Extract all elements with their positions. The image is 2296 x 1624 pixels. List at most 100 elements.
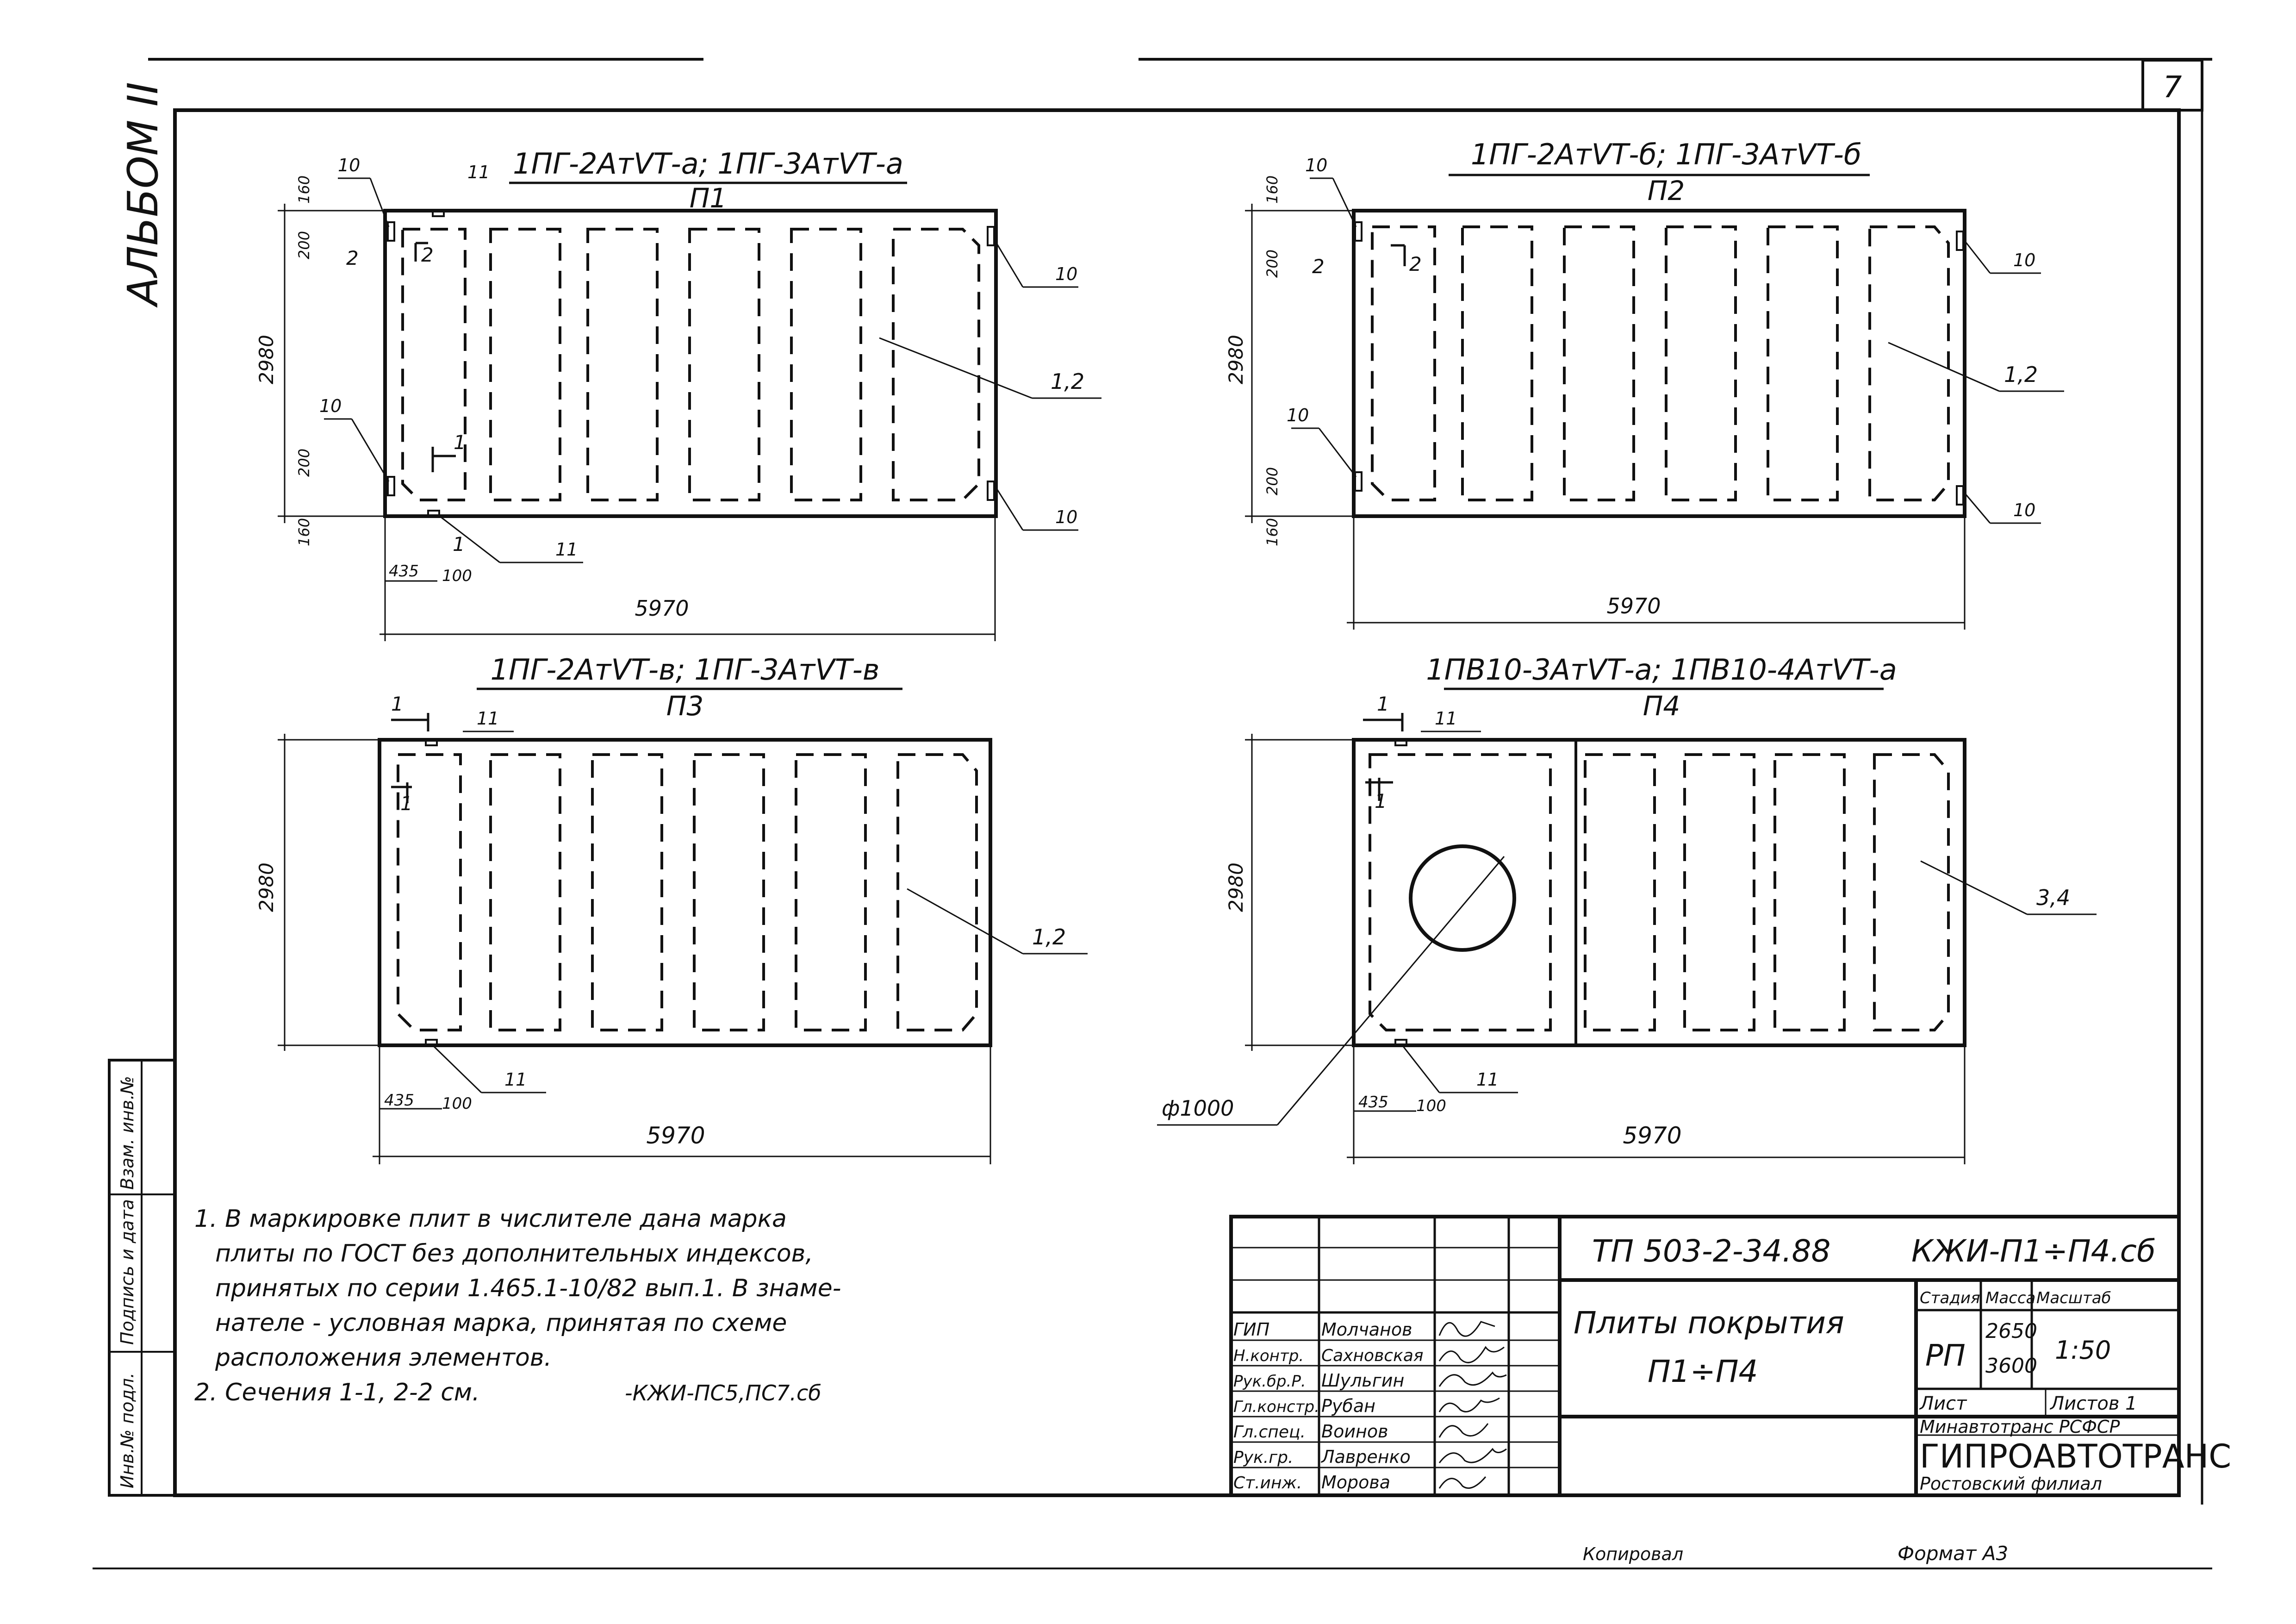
staff-name: Рубан (1321, 1396, 1375, 1416)
title-block: ГИП Молчанов Н.контр. Сахновская Рук.бр.… (1229, 1215, 2231, 1497)
album-label: АЛЬБОМ II (119, 82, 168, 308)
sheet-number-box (2141, 59, 2203, 112)
p2-length: 5970 (1606, 593, 1661, 618)
svg-text:160: 160 (295, 518, 313, 546)
mass-header: Масса (1985, 1289, 2035, 1307)
p4-hole-diameter: ф1000 (1162, 1096, 1234, 1121)
org-name: ГИПРОАВТОТРАНС (1920, 1437, 2231, 1475)
svg-text:1: 1 (454, 431, 466, 454)
note-line: расположения элементов. (215, 1344, 552, 1372)
mass-value-1: 2650 (1985, 1319, 2037, 1343)
note-line: 2. Сечения 1-1, 2-2 см. (194, 1379, 480, 1406)
svg-text:1,2: 1,2 (2004, 362, 2038, 387)
svg-text:160: 160 (295, 175, 313, 204)
scale-header: Масштаб (2036, 1289, 2111, 1307)
svg-text:160: 160 (1263, 518, 1281, 546)
svg-text:11: 11 (467, 162, 490, 182)
staff-role: Н.контр. (1233, 1347, 1304, 1365)
stamp-inv-orig: Инв.№ подл. (117, 1373, 137, 1488)
drawing-title-line1: Плиты покрытия (1574, 1305, 1844, 1341)
svg-text:1: 1 (1377, 693, 1389, 715)
notes: 1. В маркировке плит в числителе дана ма… (194, 1205, 841, 1406)
org-branch: Ростовский филиал (1920, 1474, 2102, 1494)
p2-width: 2980 (1225, 335, 1247, 384)
footer-format: Формат А3 (1898, 1542, 2008, 1565)
document-code: КЖИ-П1÷П4.сб (1911, 1233, 2156, 1269)
svg-text:2: 2 (1409, 253, 1422, 275)
svg-text:1,2: 1,2 (1032, 924, 1066, 949)
note-line: 1. В маркировке плит в числителе дана ма… (194, 1205, 787, 1233)
svg-text:11: 11 (504, 1069, 527, 1090)
p3-code: П3 (666, 690, 704, 722)
slab-p2-drawing: 1ПГ-2АтVТ-б; 1ПГ-3АтVТ-б П2 2980 160 200… (1225, 137, 2064, 630)
p3-length: 5970 (646, 1122, 705, 1149)
main-frame (173, 108, 2181, 1497)
p1-code: П1 (690, 182, 727, 214)
svg-text:435: 435 (384, 1091, 414, 1110)
svg-text:160: 160 (1263, 175, 1281, 204)
p2-code: П2 (1648, 175, 1685, 206)
p4-hole-circle (1409, 844, 1516, 952)
stamp-replaces-inv: Взам. инв.№ (117, 1076, 137, 1190)
footer-copied: Копировал (1583, 1544, 1683, 1564)
staff-name: Воинов (1321, 1421, 1388, 1442)
svg-text:435: 435 (389, 562, 419, 581)
svg-text:11: 11 (1476, 1069, 1499, 1090)
svg-text:2: 2 (421, 244, 434, 266)
svg-text:1: 1 (391, 693, 404, 715)
svg-text:100: 100 (442, 567, 472, 585)
p2-outline (1352, 209, 1966, 518)
staff-role: Гл.констр. (1233, 1398, 1319, 1416)
svg-text:1,2: 1,2 (1051, 369, 1084, 394)
svg-text:11: 11 (555, 539, 578, 560)
svg-text:1: 1 (400, 792, 413, 815)
stamp-signature-date: Подпись и дата (117, 1199, 137, 1345)
p4-outline (1352, 738, 1966, 1047)
staff-name: Шульгин (1321, 1370, 1404, 1391)
sheet-number: 7 (2163, 70, 2182, 105)
svg-text:10: 10 (1055, 507, 1077, 527)
p1-mark: 1ПГ-2АтVТ-а; 1ПГ-3АтVТ-а (513, 147, 903, 181)
p1-width: 2980 (255, 335, 278, 384)
staff-role: Рук.бр.Р. (1233, 1372, 1306, 1391)
svg-text:200: 200 (1263, 250, 1281, 278)
mass-value-2: 3600 (1985, 1354, 2037, 1378)
p4-code: П4 (1643, 690, 1680, 722)
staff-role: Ст.инж. (1233, 1474, 1302, 1493)
svg-text:10: 10 (1055, 264, 1077, 284)
slab-p4-drawing: 1ПВ10-3АтVТ-а; 1ПВ10-4АтVТ-а П4 2980 597… (1157, 653, 2097, 1164)
drawing-title-line2: П1÷П4 (1648, 1354, 1758, 1389)
note-line: принятых по серии 1.465.1-10/82 вып.1. В… (215, 1274, 841, 1302)
svg-text:10: 10 (2013, 250, 2035, 270)
svg-text:1: 1 (1375, 790, 1387, 812)
stage-header: Стадия (1920, 1289, 1980, 1307)
svg-text:435: 435 (1358, 1093, 1388, 1112)
svg-text:100: 100 (1416, 1097, 1446, 1115)
svg-text:10: 10 (2013, 500, 2035, 520)
sheet-label: Лист (1919, 1393, 1967, 1414)
staff-name: Сахновская (1321, 1346, 1424, 1365)
scale-value: 1:50 (2055, 1336, 2111, 1365)
svg-text:10: 10 (1305, 155, 1327, 175)
staff-name: Молчанов (1321, 1319, 1412, 1340)
side-stamp: Инв.№ подл. Подпись и дата Взам. инв.№ (108, 1059, 176, 1497)
p1-outline (383, 209, 998, 518)
sheets-count: Листов 1 (2049, 1393, 2137, 1414)
svg-text:100: 100 (442, 1094, 472, 1113)
org-ministry: Минавтотранс РСФСР (1920, 1417, 2120, 1437)
p3-outline (378, 738, 992, 1047)
svg-text:200: 200 (1263, 467, 1281, 495)
staff-role: Рук.гр. (1233, 1448, 1293, 1467)
svg-text:200: 200 (295, 449, 313, 477)
p4-length: 5970 (1623, 1122, 1681, 1149)
note-line: нателе - условная марка, принятая по схе… (215, 1309, 787, 1337)
staff-role: Гл.спец. (1233, 1423, 1306, 1442)
svg-text:10: 10 (1287, 405, 1309, 425)
slab-p1-drawing: 1ПГ-2АтVТ-а; 1ПГ-3АтVТ-а П1 2980 160 200… (255, 147, 1101, 641)
svg-text:200: 200 (295, 231, 313, 259)
svg-text:2: 2 (346, 247, 359, 269)
svg-text:2: 2 (1312, 255, 1325, 278)
signatures (1438, 1321, 1507, 1489)
note-ref: -КЖИ-ПС5,ПС7.сб (625, 1380, 821, 1405)
